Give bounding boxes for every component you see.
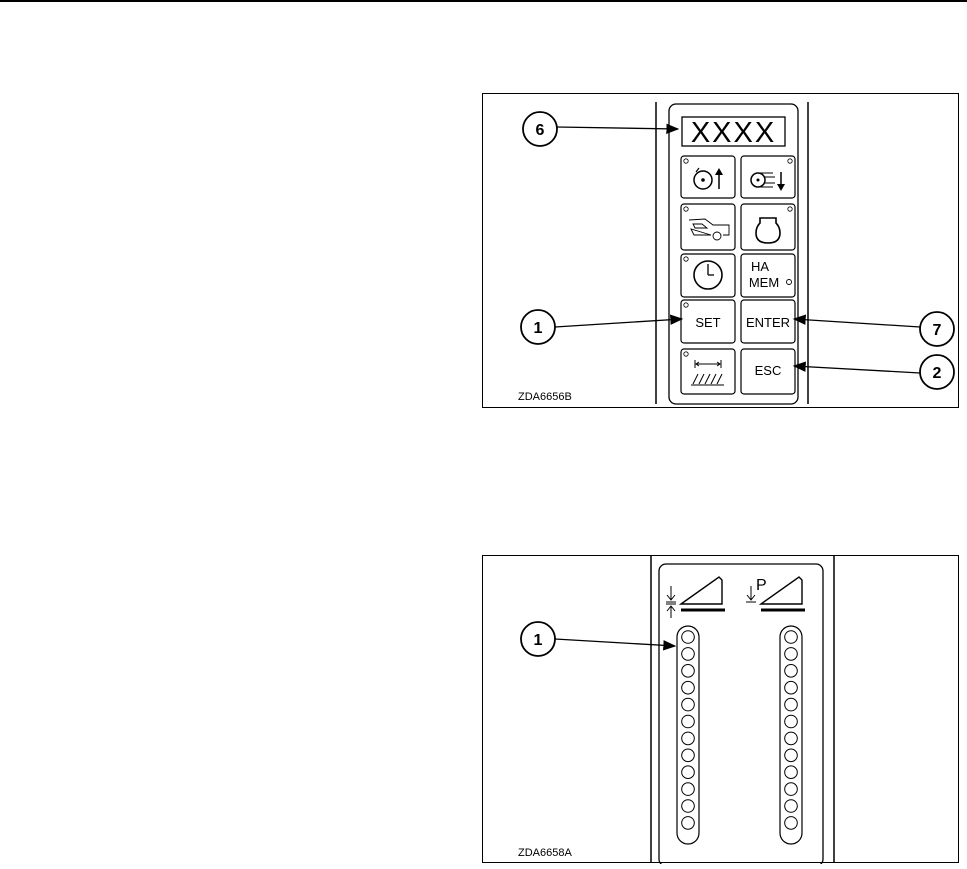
svg-text:7: 7: [933, 322, 942, 339]
ha-mem-button[interactable]: HA MEM: [741, 254, 795, 297]
pressure-led: [785, 648, 798, 661]
callout-7-leader: [794, 319, 920, 327]
callout-2-leader: [794, 366, 920, 373]
callout-1-leader: [555, 319, 682, 327]
engine-icon: [756, 218, 780, 243]
callout-6: 6: [523, 112, 678, 146]
clock-button[interactable]: [681, 254, 735, 297]
height-led: [682, 648, 695, 661]
ha-label: HA: [751, 259, 769, 274]
height-led: [682, 817, 695, 830]
height-led: [682, 800, 695, 813]
pressure-led: [785, 715, 798, 728]
pressure-led: [785, 783, 798, 796]
pressure-led: [785, 817, 798, 830]
height-led-track: [677, 626, 699, 844]
height-led: [682, 681, 695, 694]
engine-button[interactable]: [741, 204, 795, 250]
svg-text:1: 1: [534, 320, 543, 337]
figure-led-panel: P 1 ZDA6658A: [482, 555, 959, 863]
header-pressure-icon: [746, 577, 805, 610]
figure-code: ZDA6658A: [518, 847, 572, 859]
callout-7: 7: [794, 312, 954, 346]
row-spacing-icon: [691, 360, 724, 385]
pressure-led: [785, 800, 798, 813]
height-led: [682, 698, 695, 711]
row-spacing-button[interactable]: [681, 349, 735, 394]
pressure-led-track: [780, 626, 802, 844]
pressure-led: [785, 631, 798, 644]
height-led: [682, 749, 695, 762]
vehicle-button[interactable]: [681, 204, 735, 250]
callout-1: 1: [521, 622, 675, 656]
mem-label: MEM: [749, 275, 779, 290]
height-led: [682, 631, 695, 644]
pressure-led: [785, 766, 798, 779]
pressure-led: [785, 665, 798, 678]
enter-button[interactable]: ENTER: [741, 300, 795, 343]
figure-control-panel: XXXX: [482, 93, 959, 408]
led-panel-diagram: P 1 ZDA6658A: [483, 556, 960, 864]
pressure-led: [785, 681, 798, 694]
clock-icon: [694, 261, 722, 289]
callout-1-leader: [555, 639, 675, 646]
header-height-icon: [666, 577, 725, 618]
figure-code: ZDA6656B: [518, 391, 572, 403]
engine-speed-up-button[interactable]: [681, 156, 735, 198]
feed-speed-down-icon: [751, 172, 785, 191]
svg-text:2: 2: [933, 365, 942, 382]
svg-text:1: 1: [534, 632, 543, 649]
height-led: [682, 732, 695, 745]
pressure-led: [785, 698, 798, 711]
feed-speed-down-button[interactable]: [741, 156, 795, 198]
esc-label: ESC: [755, 363, 782, 378]
pressure-led: [785, 732, 798, 745]
display-text: XXXX: [691, 117, 776, 149]
callout-6-leader: [557, 127, 678, 129]
pressure-letter: P: [756, 577, 767, 594]
vehicle-icon: [689, 219, 729, 240]
page-top-rule: [0, 0, 967, 2]
callout-2: 2: [794, 355, 954, 389]
pressure-led: [785, 749, 798, 762]
display-window: XXXX: [682, 117, 785, 149]
height-led: [682, 665, 695, 678]
engine-speed-up-icon: [694, 168, 723, 189]
ha-mem-indicator-led: [787, 280, 792, 285]
enter-label: ENTER: [746, 315, 790, 330]
height-led: [682, 715, 695, 728]
height-led: [682, 766, 695, 779]
control-panel-diagram: XXXX: [483, 94, 960, 409]
set-button[interactable]: SET: [681, 300, 735, 343]
svg-text:6: 6: [536, 122, 545, 139]
callout-1: 1: [521, 310, 682, 344]
set-label: SET: [695, 315, 720, 330]
height-led: [682, 783, 695, 796]
esc-button[interactable]: ESC: [741, 349, 795, 394]
